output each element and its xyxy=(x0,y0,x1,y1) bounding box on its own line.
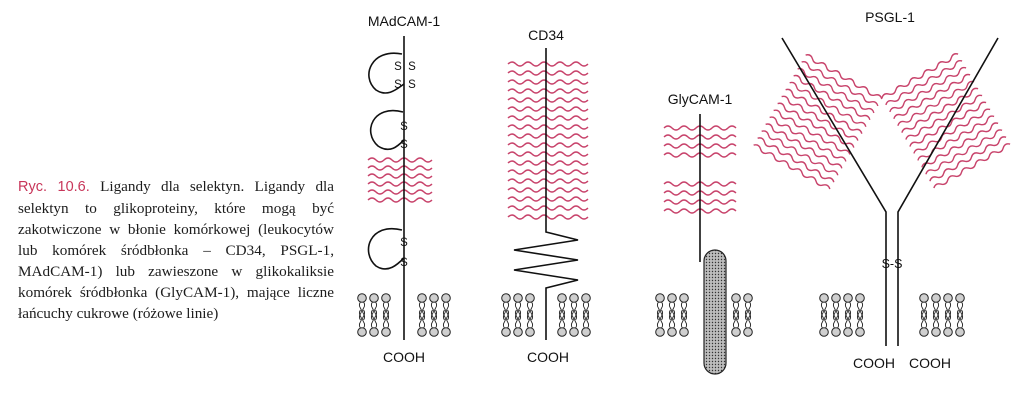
psgl-1-membrane xyxy=(819,293,965,337)
madcam-1-bond-s3: S xyxy=(394,79,402,91)
madcam-1-label: MAdCAM-1 xyxy=(368,13,441,29)
psgl-1-cooh-left-label: COOH xyxy=(853,355,895,371)
madcam-1-bond-s7: S xyxy=(400,237,408,249)
madcam-1-bond-s8: S xyxy=(400,257,408,269)
caption-label: Ryc. 10.6. xyxy=(18,179,90,195)
psgl-1-molecule: PSGL-1 xyxy=(753,9,1011,371)
figure-caption: Ryc. 10.6. Ligandy dla selektyn. Ligandy… xyxy=(18,176,334,324)
madcam-1-cooh-label: COOH xyxy=(383,349,425,365)
psgl-1-label: PSGL-1 xyxy=(865,9,915,25)
madcam-1-bond-s2: S xyxy=(408,61,416,73)
psgl-1-right-arm-sugar-chains xyxy=(881,53,1011,189)
glycam-1-molecule: GlyCAM-1 xyxy=(655,91,753,375)
madcam-1-bond-s6: S xyxy=(400,139,408,151)
cd34-molecule: CD34 COOH xyxy=(501,27,591,365)
psgl-1-left-arm-sugar-chains xyxy=(753,54,883,190)
madcam-1-bond-s4: S xyxy=(408,79,416,91)
madcam-1-bond-s1: S xyxy=(394,61,402,73)
caption-text: Ligandy dla selektyn. Ligandy dla selekt… xyxy=(18,178,334,322)
madcam-1-sugar-chains xyxy=(367,157,433,203)
cd34-cooh-label: COOH xyxy=(527,349,569,365)
psgl-1-cooh-right-label: COOH xyxy=(909,355,951,371)
glycam-1-anchor-protein xyxy=(703,249,727,375)
cd34-label: CD34 xyxy=(528,27,564,43)
cd34-sugar-chains xyxy=(507,61,589,220)
glycam-1-label: GlyCAM-1 xyxy=(668,91,733,107)
madcam-1-molecule: MAdCAM-1 S S S S S S S S COOH xyxy=(357,13,451,365)
madcam-1-bond-s5: S xyxy=(400,121,408,133)
psgl-1-disulfide-label: S-S xyxy=(882,257,903,271)
